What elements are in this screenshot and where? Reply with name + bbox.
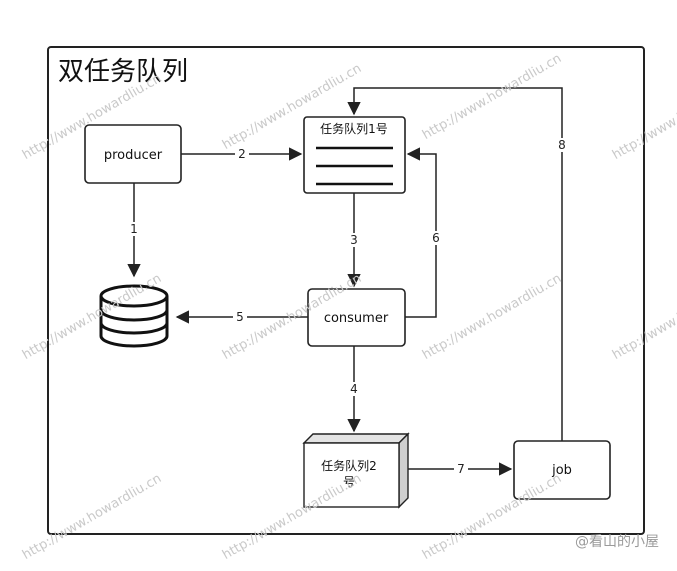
database-ring-1 (99, 309, 169, 322)
edge-4-label: 4 (350, 382, 358, 396)
frame-title: 双任务队列 (58, 57, 188, 87)
edge-3-label: 3 (350, 233, 358, 247)
edge-8 (347, 87, 563, 441)
queue2-side-face (398, 432, 409, 509)
edge-6-label-bg (429, 231, 443, 245)
edge-2-label-bg (235, 147, 249, 161)
edge-5-label-bg (233, 310, 247, 324)
queue2-node[interactable] (302, 432, 410, 509)
queue2-top-face (302, 433, 410, 444)
edge-1-label-bg (127, 222, 141, 236)
queue2-label-line2: 号 (343, 475, 355, 489)
edge-8-label-bg (555, 138, 569, 152)
queue2-label-line1: 任务队列2 (321, 458, 377, 473)
edge-6-label: 6 (432, 231, 440, 245)
consumer-label: consumer (324, 311, 389, 326)
queue1-label: 任务队列1号 (320, 121, 388, 136)
edge-1-label: 1 (130, 222, 138, 236)
edge-7-label-bg (454, 462, 468, 476)
edge-5-label: 5 (236, 310, 244, 324)
database-ring-2 (99, 322, 169, 335)
credit-watermark: @看山的小屋 (575, 534, 659, 550)
edge-4-label-bg (347, 382, 361, 396)
edge-3-label-bg (347, 233, 361, 247)
database-top (99, 284, 169, 308)
producer-label: producer (104, 148, 163, 163)
edge-2-label: 2 (238, 147, 246, 161)
edge-7-label: 7 (457, 462, 465, 476)
edge-8-label: 8 (558, 138, 566, 152)
outer-frame (47, 46, 645, 535)
queue2-front-face (303, 442, 400, 508)
job-label: job (551, 463, 572, 478)
database-icon (99, 284, 169, 348)
